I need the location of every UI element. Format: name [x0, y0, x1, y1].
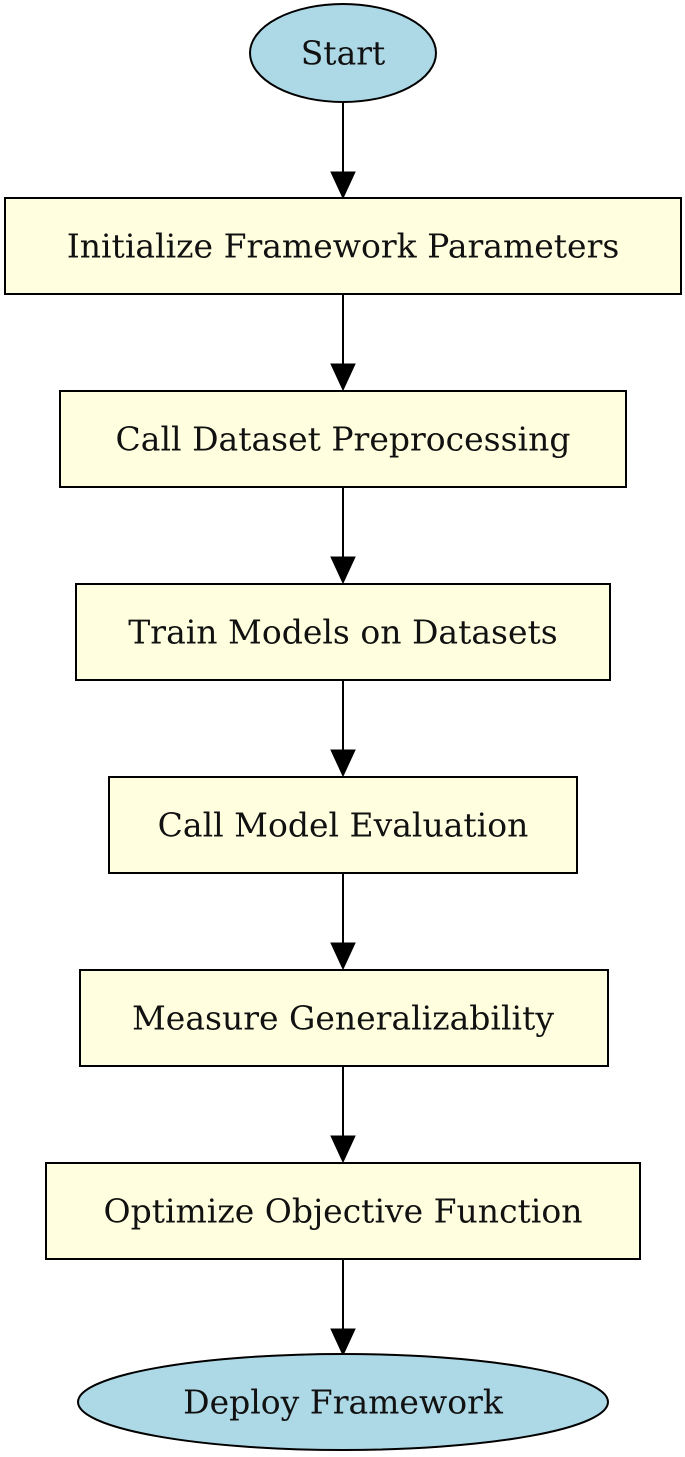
node-optimize: Optimize Objective Function — [45, 1162, 641, 1260]
edge-preprocess-to-train — [330, 487, 356, 585]
node-generalize-shape — [79, 969, 609, 1067]
edge-train-to-evaluate — [330, 680, 356, 778]
node-deploy-label: Deploy Framework — [183, 1383, 504, 1422]
edge-start-to-init — [330, 102, 356, 200]
node-generalize: Measure Generalizability — [79, 969, 609, 1067]
node-train-shape — [75, 583, 611, 681]
node-start-shape — [249, 3, 437, 103]
node-train: Train Models on Datasets — [75, 583, 611, 681]
node-deploy-shape — [77, 1353, 609, 1451]
node-start-label: Start — [301, 34, 386, 73]
node-preprocess-shape — [59, 390, 627, 488]
node-train-label: Train Models on Datasets — [128, 613, 557, 652]
edge-optimize-to-deploy — [330, 1259, 356, 1357]
node-evaluate-shape — [108, 776, 578, 874]
node-preprocess-label: Call Dataset Preprocessing — [116, 420, 571, 459]
edge-init-to-preprocess — [330, 294, 356, 392]
node-evaluate: Call Model Evaluation — [108, 776, 578, 874]
node-init: Initialize Framework Parameters — [4, 197, 682, 295]
node-generalize-label: Measure Generalizability — [132, 999, 554, 1038]
node-start: Start — [249, 3, 437, 103]
node-optimize-label: Optimize Objective Function — [104, 1192, 583, 1231]
edge-evaluate-to-generalize — [330, 873, 356, 971]
node-init-shape — [4, 197, 682, 295]
node-init-label: Initialize Framework Parameters — [67, 227, 620, 266]
edge-generalize-to-optimize — [330, 1066, 356, 1164]
node-preprocess: Call Dataset Preprocessing — [59, 390, 627, 488]
node-deploy: Deploy Framework — [77, 1353, 609, 1451]
node-optimize-shape — [45, 1162, 641, 1260]
node-evaluate-label: Call Model Evaluation — [158, 806, 529, 845]
